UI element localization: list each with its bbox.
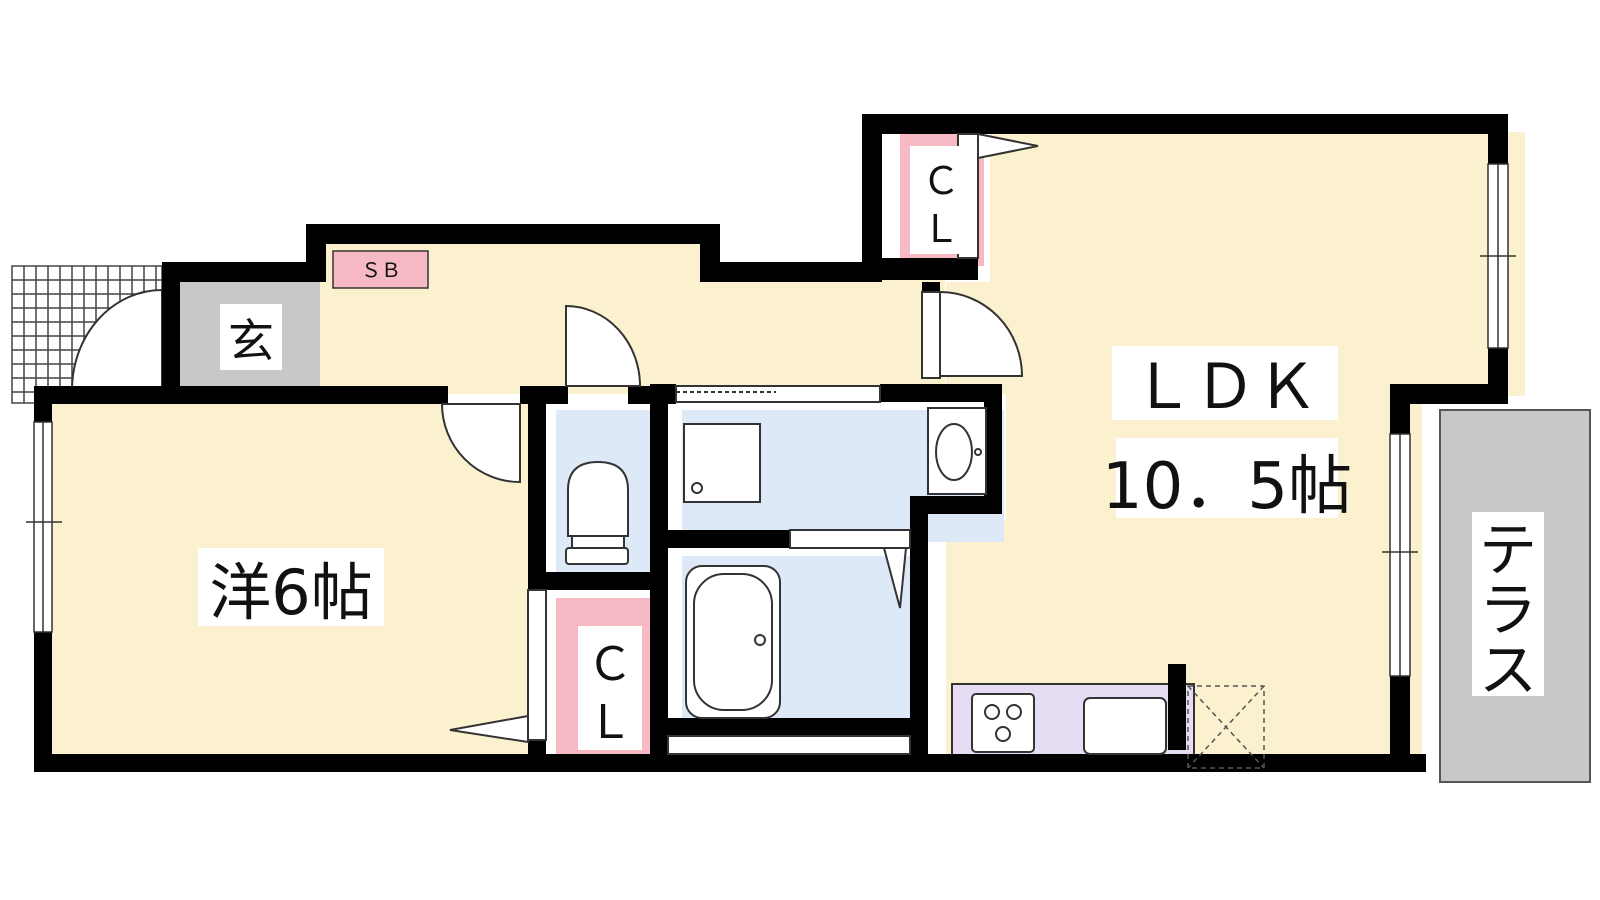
entrance-door-swing xyxy=(70,288,163,391)
toilet-icon xyxy=(565,460,629,565)
closet-upper-label-l: Ｌ xyxy=(922,207,960,251)
stove-icon xyxy=(971,693,1035,753)
bathtub-icon xyxy=(685,565,781,719)
shoe-box-label: ＳＢ xyxy=(361,258,401,282)
ldk-size-label: 10．5帖 xyxy=(1102,450,1352,524)
ldk-title-label: ＬＤＫ xyxy=(1132,350,1318,423)
shoe-box xyxy=(332,250,429,289)
fridge-space xyxy=(1187,685,1265,769)
washing-machine-space xyxy=(683,423,761,503)
doors xyxy=(440,132,1039,755)
windows xyxy=(26,163,1516,677)
closet-upper-label-c: Ｃ xyxy=(922,159,960,203)
terrace-label: テラス xyxy=(1479,516,1537,704)
genkan-label: 玄 xyxy=(228,314,274,368)
washbasin-icon xyxy=(927,407,987,495)
closet-lower-label-l: Ｌ xyxy=(587,695,633,749)
hallway-floor-2 xyxy=(700,278,945,394)
closet-lower-label-c: Ｃ xyxy=(587,637,633,691)
walls xyxy=(34,114,1508,772)
western-room-label: 洋6帖 xyxy=(209,556,372,629)
sink-icon xyxy=(1083,697,1167,755)
room-labels: 玄 ＳＢ Ｃ Ｌ ＬＤＫ 10．5帖 洋6帖 Ｃ Ｌ テラス xyxy=(198,146,1544,750)
